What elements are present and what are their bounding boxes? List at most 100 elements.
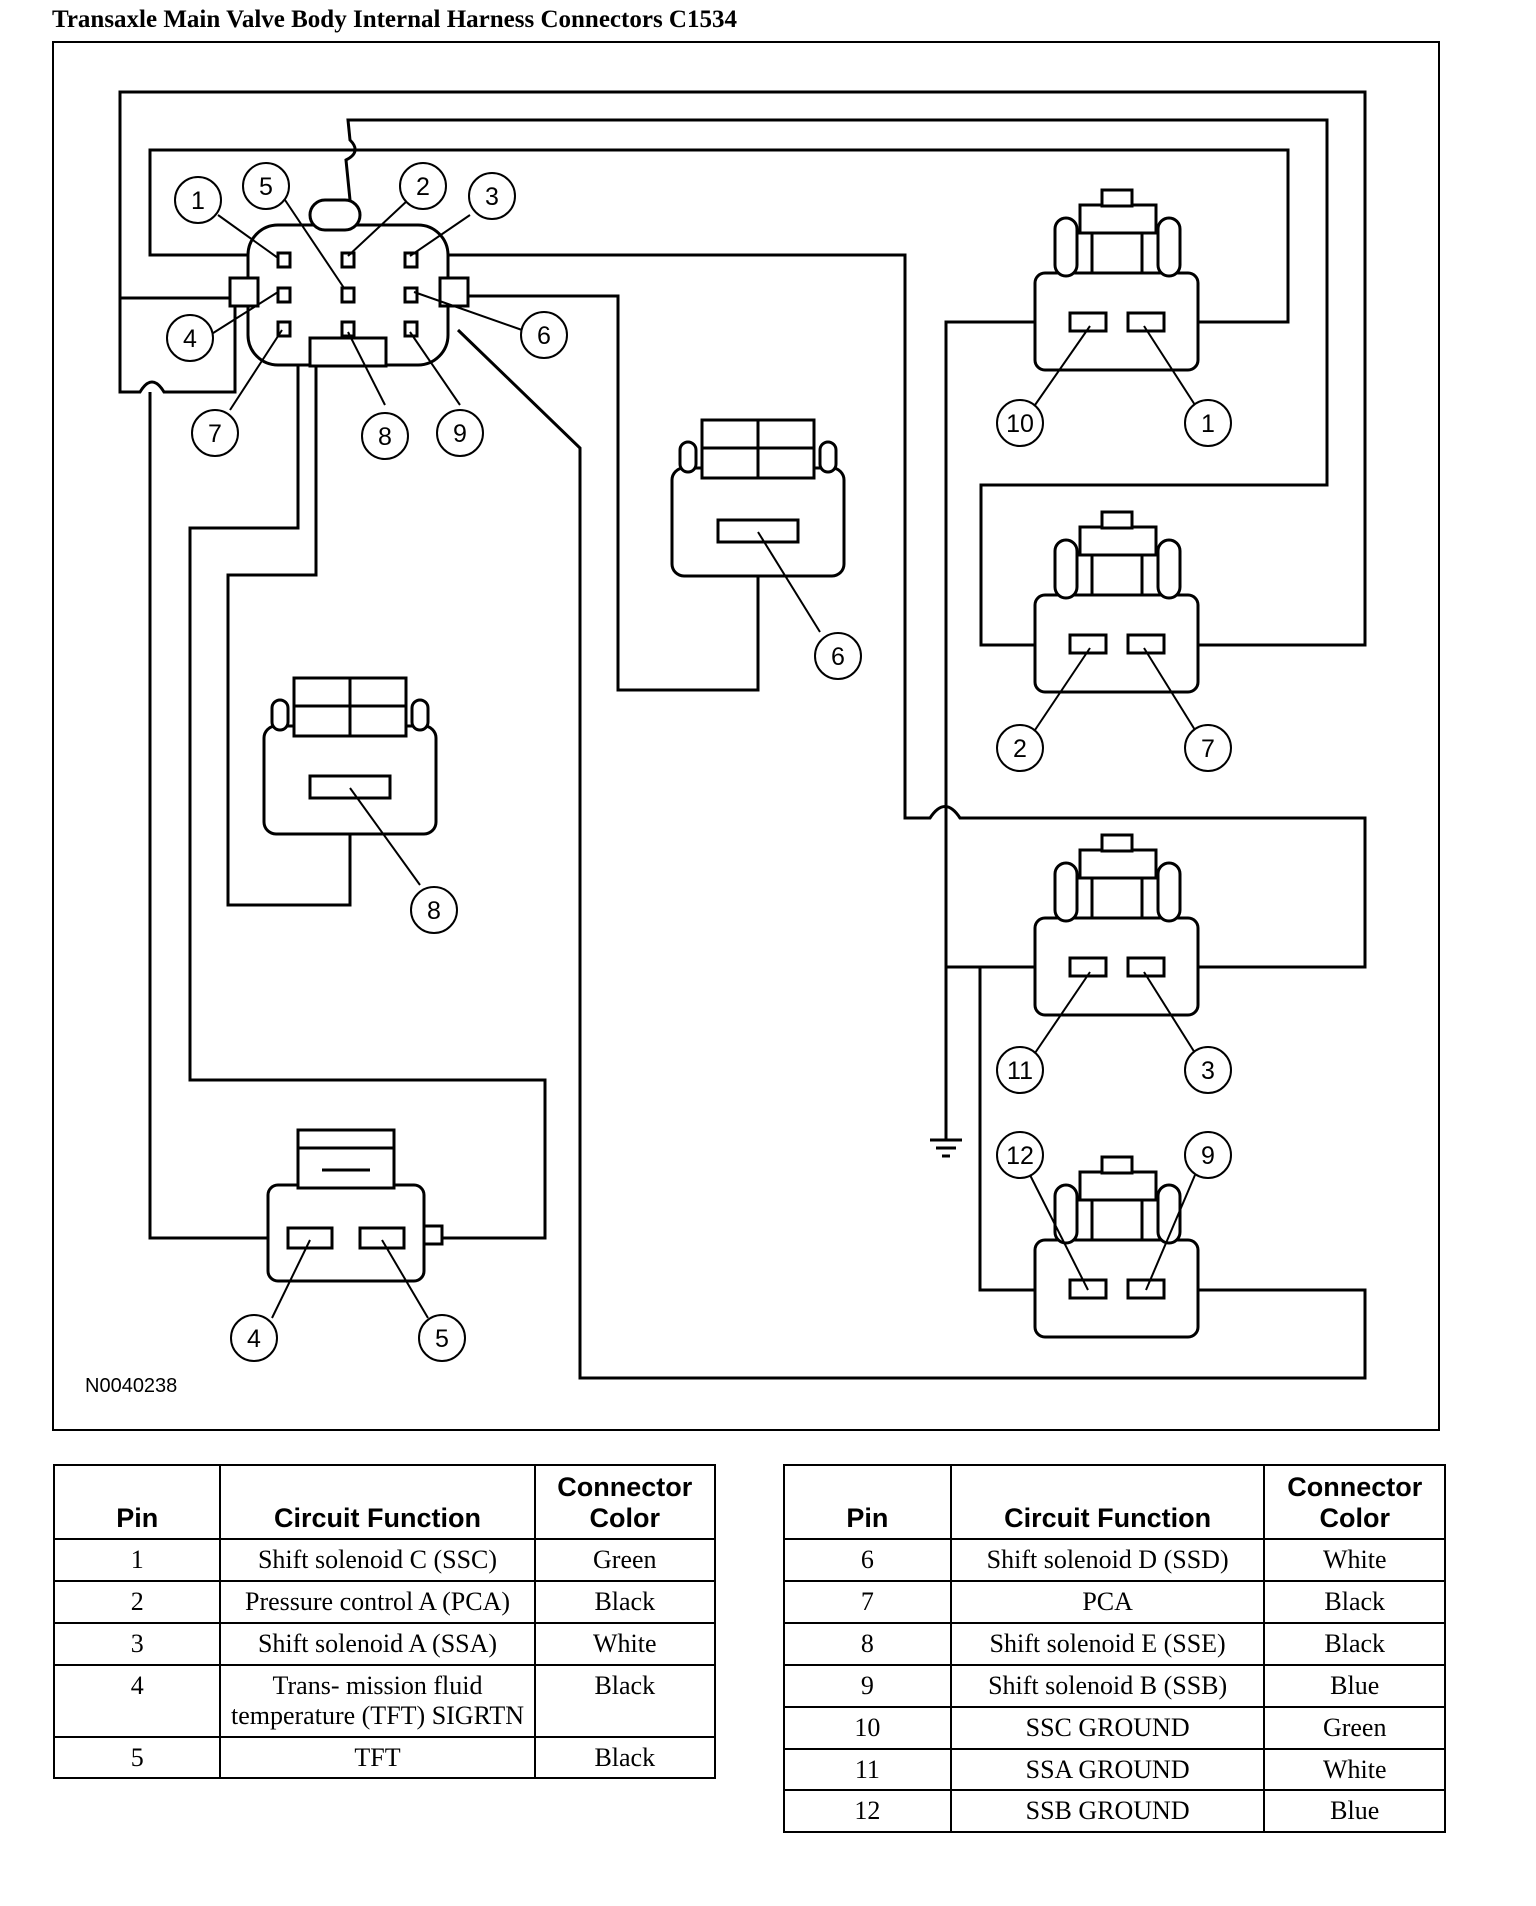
header-color-line1: Connector	[1287, 1472, 1423, 1502]
callout-label: 8	[427, 897, 441, 925]
tft-connector	[266, 1128, 444, 1283]
callout-circle: 1	[174, 176, 222, 224]
circuit-function-cell: Shift solenoid C (SSC)	[219, 1538, 536, 1582]
pin-cell: 7	[783, 1579, 952, 1624]
callout-label: 12	[1006, 1142, 1034, 1170]
callout-label: 9	[453, 420, 467, 448]
callout-ring	[166, 314, 214, 362]
callout-circle: 6	[520, 311, 568, 359]
header-color-line1: Connector	[557, 1472, 693, 1502]
connector-color-cell: White	[533, 1621, 717, 1666]
callout-leaders	[209, 199, 1196, 1319]
connector-color-cell: Black	[533, 1663, 717, 1738]
pin-cell: 3	[52, 1621, 222, 1666]
callout-circle: 5	[242, 162, 290, 210]
pin-cell: 6	[783, 1538, 952, 1582]
sse-connector	[262, 676, 438, 836]
connector-color-cell: Black	[1263, 1579, 1446, 1624]
connector-color-cell: Green	[1263, 1705, 1446, 1750]
callout-label: 1	[1201, 410, 1215, 438]
callout-ring	[996, 1046, 1044, 1094]
callout-circle: 7	[1184, 724, 1232, 772]
callout-ring	[191, 409, 239, 457]
ssa-connector	[1033, 833, 1200, 1017]
callout-ring	[468, 172, 516, 220]
callout-ring	[996, 399, 1044, 447]
callout-circle: 9	[1184, 1131, 1232, 1179]
callout-circle: 9	[436, 409, 484, 457]
figure-code: N0040238	[85, 1375, 177, 1397]
callout-circle: 3	[1184, 1046, 1232, 1094]
callout-circle: 3	[468, 172, 516, 220]
callout-circle: 12	[996, 1131, 1044, 1179]
header-color-line2: Color	[589, 1503, 661, 1534]
callout-label: 7	[1201, 735, 1215, 763]
callout-ring	[399, 162, 447, 210]
callout-label: 5	[259, 173, 273, 201]
callout-label: 9	[1201, 1142, 1215, 1170]
callout-label: 2	[416, 173, 430, 201]
circuit-function-cell: SSC GROUND	[949, 1705, 1266, 1750]
callout-ring	[361, 412, 409, 460]
callout-label: 6	[831, 643, 845, 671]
pin-cell: 2	[52, 1579, 222, 1624]
circuit-function-cell: Shift solenoid A (SSA)	[219, 1621, 536, 1666]
callout-circle: 2	[399, 162, 447, 210]
header-pin: Pin	[52, 1463, 222, 1541]
callout-label: 7	[208, 420, 222, 448]
circuit-function-cell: Trans- mission fluid temperature (TFT) S…	[219, 1663, 536, 1738]
callout-ring	[174, 176, 222, 224]
pin-cell: 5	[52, 1735, 222, 1780]
circuit-function-cell: Shift solenoid E (SSE)	[949, 1621, 1266, 1666]
callout-ring	[814, 632, 862, 680]
callout-ring	[1184, 1131, 1232, 1179]
callout-ring	[520, 311, 568, 359]
callout-ring	[1184, 399, 1232, 447]
pin-cell: 10	[783, 1705, 952, 1750]
ssd-connector	[670, 418, 846, 578]
callout-circle: 6	[814, 632, 862, 680]
callout-circle: 4	[230, 1314, 278, 1362]
header-circuit-function: Circuit Function	[219, 1463, 536, 1541]
main-connector-c1534	[228, 198, 470, 368]
pin-cell: 12	[783, 1789, 952, 1834]
pin-cell: 1	[52, 1538, 222, 1582]
pin-cell: 8	[783, 1621, 952, 1666]
circuit-function-cell: SSA GROUND	[949, 1747, 1266, 1792]
callout-circle: 1	[1184, 399, 1232, 447]
pin-cell: 11	[783, 1747, 952, 1792]
connector-color-cell: Blue	[1263, 1663, 1446, 1708]
header-pin: Pin	[783, 1463, 952, 1541]
connector-color-cell: Black	[1263, 1621, 1446, 1666]
pin-cell: 9	[783, 1663, 952, 1708]
circuit-function-cell: TFT	[219, 1735, 536, 1780]
connector-color-cell: Black	[533, 1735, 717, 1780]
callout-ring	[1184, 724, 1232, 772]
callout-ring	[418, 1314, 466, 1362]
callout-label: 11	[1007, 1057, 1033, 1085]
header-color-line2: Color	[1319, 1503, 1390, 1534]
header-circuit-function: Circuit Function	[949, 1463, 1266, 1541]
pca-connector	[1033, 510, 1200, 694]
callout-label: 1	[191, 187, 205, 215]
callout-circle: 8	[410, 886, 458, 934]
callout-label: 6	[537, 322, 551, 350]
callout-circle: 11	[996, 1046, 1044, 1094]
connector-color-cell: White	[1263, 1538, 1446, 1582]
callout-ring	[996, 724, 1044, 772]
connector-color-cell: Green	[533, 1538, 717, 1582]
connector-color-cell: White	[1263, 1747, 1446, 1792]
circuit-function-cell: Pressure control A (PCA)	[219, 1579, 536, 1624]
